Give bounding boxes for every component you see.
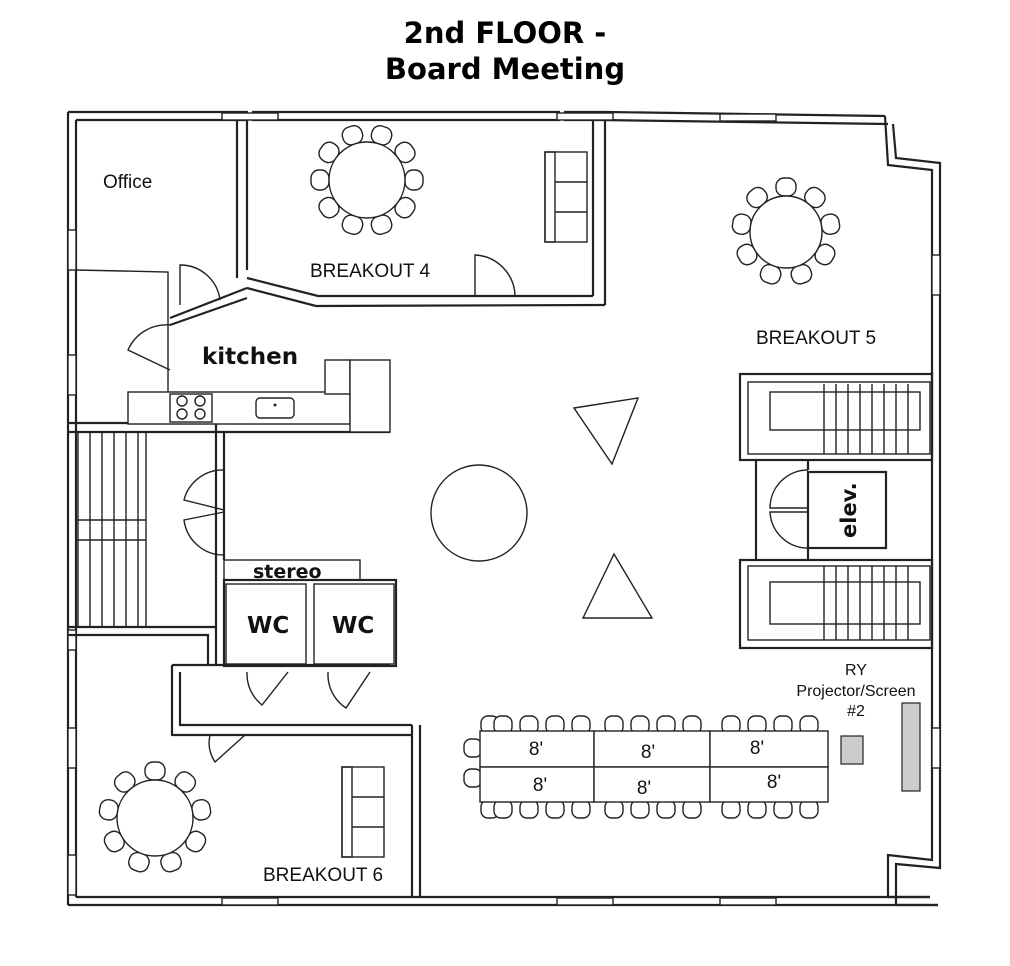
chair (98, 798, 119, 821)
stairs-right (738, 372, 934, 650)
chair (493, 799, 513, 819)
label-wc-right: WC (332, 613, 374, 639)
round-table-top (328, 141, 406, 219)
round-table-breakout4 (310, 125, 424, 235)
table-label-bottom-3: 8' (767, 772, 781, 793)
label-breakout-4: BREAKOUT 4 (310, 261, 430, 282)
couches (341, 151, 588, 858)
plan-title-line1: 2nd FLOOR - (403, 16, 607, 50)
chair (571, 799, 591, 819)
chair (630, 799, 650, 819)
round-tables (98, 125, 841, 873)
chair (404, 169, 424, 191)
chair (799, 799, 819, 819)
chair (731, 213, 752, 236)
table-label-top-3: 8' (750, 738, 764, 759)
chair (463, 768, 483, 788)
label-projector-screen: Projector/Screen (796, 683, 915, 700)
plan-title-line2: Board Meeting (384, 52, 626, 86)
chair (721, 799, 741, 819)
kitchen-counter (127, 359, 391, 433)
chair (747, 799, 767, 819)
chair (775, 177, 797, 197)
banquet-table (709, 730, 829, 768)
banquet-tables (463, 715, 829, 819)
label-wc-left: WC (247, 613, 289, 639)
stairs-left (76, 432, 147, 627)
round-table-top (116, 779, 194, 857)
chair (682, 799, 702, 819)
chair (144, 761, 166, 781)
chair (519, 799, 539, 819)
label-breakout-6: BREAKOUT 6 (263, 865, 383, 886)
banquet-table (709, 766, 829, 803)
chair (773, 799, 793, 819)
interior-walls (68, 120, 607, 897)
chair (463, 738, 483, 758)
table-label-top-1: 8' (529, 739, 543, 760)
doors (127, 254, 809, 764)
label-kitchen: kitchen (202, 344, 298, 370)
windows (67, 112, 941, 906)
chair (656, 799, 676, 819)
chair (604, 799, 624, 819)
chair (820, 213, 841, 236)
chair (310, 169, 330, 191)
round-table-breakout5 (731, 177, 841, 285)
label-breakout-5: BREAKOUT 5 (756, 328, 876, 349)
label-elevator: elev. (837, 482, 861, 538)
center-shapes (430, 397, 654, 619)
label-office: Office (103, 172, 152, 193)
chair (545, 799, 565, 819)
table-label-top-2: 8' (641, 742, 655, 763)
banquet-table (593, 730, 711, 768)
label-ry: RY (845, 662, 867, 679)
label-projector-number: #2 (847, 703, 865, 720)
table-label-bottom-2: 8' (637, 778, 651, 799)
round-table-breakout6 (98, 761, 212, 873)
projector-screen (840, 702, 921, 792)
chair (191, 798, 212, 821)
round-table-top (749, 195, 823, 269)
banquet-table (593, 766, 711, 803)
table-label-bottom-1: 8' (533, 775, 547, 796)
label-stereo: stereo (253, 561, 322, 583)
restrooms (222, 559, 398, 668)
